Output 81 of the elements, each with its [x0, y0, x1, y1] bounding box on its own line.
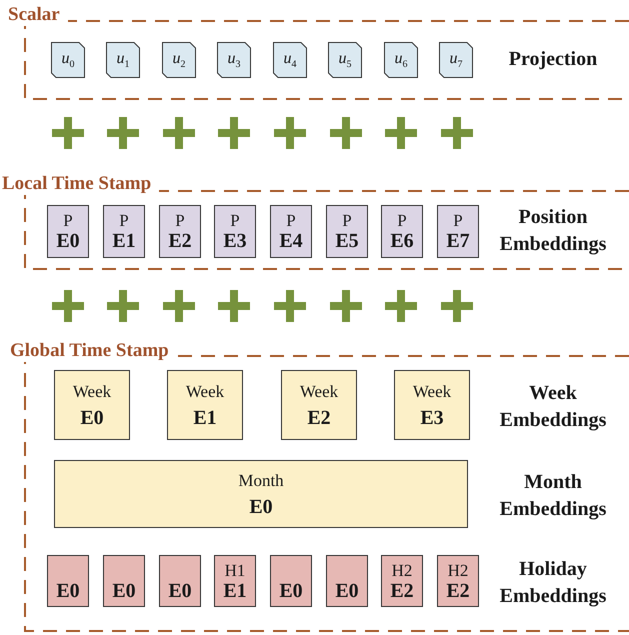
group-heading: Local Time Stamp — [2, 173, 160, 195]
row-label: Week Embeddings — [498, 381, 608, 433]
token-box — [106, 42, 140, 78]
box-text: E0 — [112, 580, 136, 602]
box-text: H2 — [448, 561, 468, 580]
variable-label: u$_{4}$ — [284, 50, 296, 70]
box-text: E2 — [390, 580, 414, 602]
box-text: Week — [72, 382, 112, 400]
box-text: E0 — [249, 496, 273, 518]
embedding-box — [167, 370, 243, 440]
token-box — [439, 42, 473, 78]
embedding-box — [159, 555, 201, 607]
variable-label: u$_{2}$ — [172, 50, 186, 70]
box-text: H2 — [392, 561, 412, 580]
group-heading: Scalar — [8, 4, 68, 26]
embedding-box — [54, 460, 468, 528]
embedding-box — [103, 555, 145, 607]
box-text: Week — [186, 382, 224, 400]
variable-label: u$_{1}$ — [116, 50, 130, 70]
box-text: P — [230, 211, 240, 230]
box-text: P — [286, 211, 296, 230]
box-text: E2 — [168, 230, 192, 252]
token-box — [162, 42, 196, 78]
box-text: E2 — [307, 406, 331, 428]
token-box — [328, 42, 362, 78]
variable-label: u$_{7}$ — [450, 50, 462, 70]
token-box — [273, 42, 307, 78]
box-text: E5 — [335, 230, 359, 252]
box-text: P — [63, 211, 73, 230]
row-label: Projection — [508, 47, 598, 72]
box-text: P — [397, 211, 407, 230]
box-text: E0 — [56, 580, 80, 602]
box-text: P — [453, 211, 463, 230]
box-text: Month — [238, 470, 284, 490]
box-text: P — [342, 211, 352, 230]
embedding-box — [381, 205, 423, 258]
box-text: E2 — [446, 580, 470, 602]
box-text: E1 — [223, 580, 247, 602]
embedding-box — [54, 370, 130, 440]
box-text: E0 — [168, 580, 192, 602]
embedding-box — [381, 555, 423, 607]
embedding-box — [270, 205, 312, 258]
embedding-box — [270, 555, 312, 607]
box-text: H1 — [224, 561, 246, 580]
box-text: E4 — [279, 230, 303, 252]
box-text: Week — [300, 382, 338, 400]
variable-label: u$_{3}$ — [228, 50, 240, 70]
box-text: E3 — [420, 406, 444, 428]
box-text: E0 — [279, 580, 303, 602]
embedding-box — [214, 555, 256, 607]
box-text: E3 — [223, 230, 247, 252]
box-text: E1 — [193, 406, 217, 428]
embedding-box — [394, 370, 470, 440]
box-text: Week — [412, 382, 452, 400]
embedding-box — [159, 205, 201, 258]
embedding-box — [326, 555, 368, 607]
embedding-box — [47, 555, 89, 607]
box-text: E0 — [335, 580, 359, 602]
embedding-box — [437, 205, 479, 258]
token-box — [384, 42, 418, 78]
box-text: E6 — [390, 230, 414, 252]
box-text: E0 — [80, 406, 104, 428]
row-label: Month Embeddings — [498, 470, 608, 522]
variable-label: u$_{0}$ — [62, 50, 74, 70]
embedding-box — [47, 205, 89, 258]
box-text: E1 — [112, 230, 136, 252]
token-box — [217, 42, 251, 78]
embedding-box — [326, 205, 368, 258]
box-text: P — [119, 211, 129, 230]
box-text: P — [175, 211, 185, 230]
embedding-box — [214, 205, 256, 258]
embedding-box — [103, 205, 145, 258]
variable-label: u$_{5}$ — [338, 50, 352, 70]
embedding-box — [281, 370, 357, 440]
token-box — [51, 42, 85, 78]
row-label: Holiday Embeddings — [498, 557, 608, 609]
box-text: E7 — [446, 230, 470, 252]
variable-label: u$_{6}$ — [394, 50, 408, 70]
row-label: Position Embeddings — [498, 205, 608, 257]
embedding-box — [437, 555, 479, 607]
box-text: E0 — [56, 230, 80, 252]
